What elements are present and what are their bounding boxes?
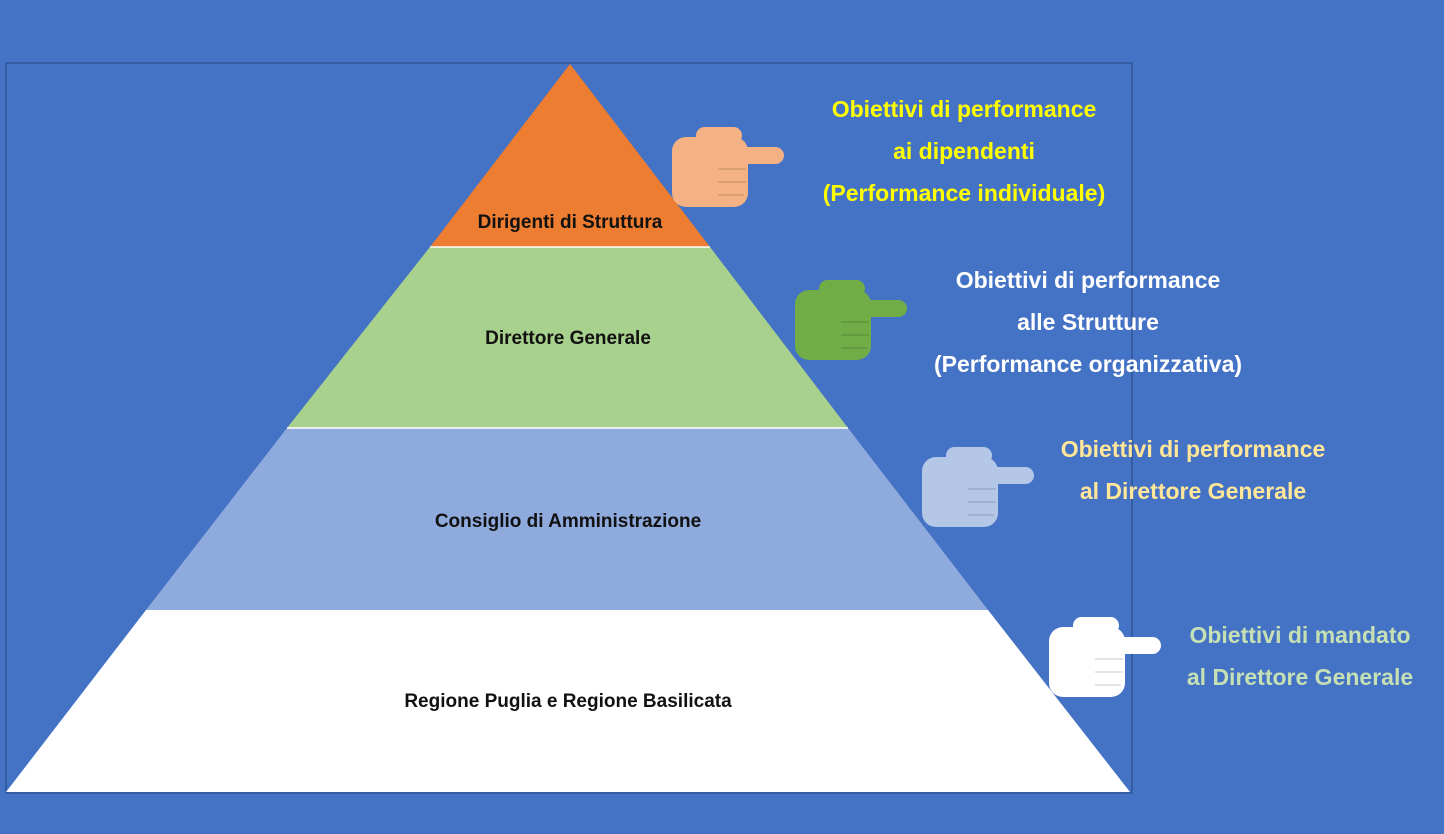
tier-third-shape bbox=[146, 428, 988, 610]
tier-label-third: Consiglio di Amministrazione bbox=[434, 511, 702, 532]
tier-label-second: Direttore Generale bbox=[485, 328, 651, 349]
callout-performance-direttore: Obiettivi di performance al Direttore Ge… bbox=[1061, 428, 1326, 512]
callout-line: Obiettivi di mandato bbox=[1189, 622, 1411, 648]
callout-line: Obiettivi di performance bbox=[1060, 436, 1326, 462]
callout-line: alle Strutture bbox=[1017, 309, 1159, 335]
callout-line: al Direttore Generale bbox=[1186, 664, 1414, 690]
callout-line: Obiettivi di performance bbox=[955, 267, 1221, 293]
callout-line: Obiettivi di performance bbox=[831, 96, 1097, 122]
callout-line: al Direttore Generale bbox=[1079, 478, 1307, 504]
callout-line: (Performance organizzativa) bbox=[933, 351, 1243, 377]
tier-label-base: Regione Puglia e Regione Basilicata bbox=[404, 691, 732, 712]
callout-line: (Performance individuale) bbox=[822, 180, 1106, 206]
pointing-hand-icon bbox=[795, 280, 907, 360]
pointing-hand-icon bbox=[922, 447, 1034, 527]
callout-performance-individuale: Obiettivi di performance ai dipendenti (… bbox=[823, 88, 1105, 214]
callout-performance-organizzativa: Obiettivi di performance alle Strutture … bbox=[934, 259, 1242, 385]
pointing-hand-icon bbox=[672, 127, 784, 207]
pointing-hand-icon bbox=[1049, 617, 1161, 697]
tier-base-shape bbox=[6, 610, 1130, 792]
tier-second-shape bbox=[287, 247, 848, 428]
callout-line: ai dipendenti bbox=[893, 138, 1035, 164]
callout-mandato-direttore: Obiettivi di mandato al Direttore Genera… bbox=[1187, 614, 1413, 698]
tier-top-shape bbox=[430, 64, 710, 247]
tier-label-top: Dirigenti di Struttura bbox=[477, 212, 663, 233]
